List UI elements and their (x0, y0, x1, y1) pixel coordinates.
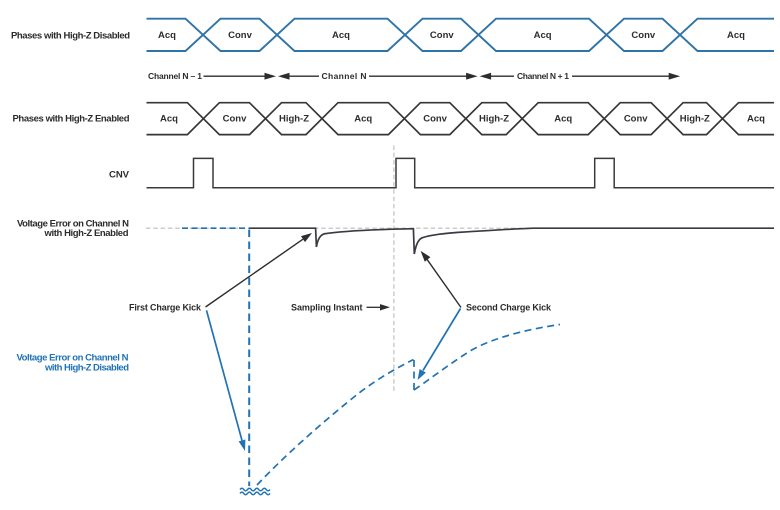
svg-text:Acq: Acq (158, 30, 176, 41)
svg-text:High-Z: High-Z (279, 114, 309, 125)
svg-text:Voltage Error on Channel N: Voltage Error on Channel N (17, 352, 129, 363)
svg-text:Acq: Acq (332, 30, 350, 41)
svg-text:Second Charge Kick: Second Charge Kick (466, 303, 552, 313)
svg-text:Conv: Conv (423, 114, 447, 125)
svg-text:Conv: Conv (223, 114, 247, 125)
svg-text:Conv: Conv (228, 30, 252, 41)
svg-text:Conv: Conv (631, 30, 655, 41)
svg-text:Channel N + 1: Channel N + 1 (517, 71, 569, 81)
svg-text:Conv: Conv (430, 30, 454, 41)
svg-text:Voltage Error on Channel N: Voltage Error on Channel N (17, 218, 129, 229)
svg-text:Conv: Conv (624, 114, 648, 125)
svg-text:CNV: CNV (109, 169, 130, 180)
svg-text:Acq: Acq (534, 30, 552, 41)
svg-text:Acq: Acq (354, 114, 372, 125)
svg-text:with High-Z Enabled: with High-Z Enabled (44, 228, 129, 239)
svg-text:First Charge Kick: First Charge Kick (129, 303, 202, 313)
svg-text:Channel N: Channel N (322, 71, 367, 81)
svg-text:Acq: Acq (747, 114, 765, 125)
svg-text:Channel N – 1: Channel N – 1 (148, 71, 202, 81)
svg-text:High-Z: High-Z (479, 114, 509, 125)
svg-text:Phases with High-Z Disabled: Phases with High-Z Disabled (11, 30, 130, 41)
svg-text:with High-Z Disabled: with High-Z Disabled (44, 363, 129, 374)
svg-text:Sampling Instant: Sampling Instant (291, 303, 363, 313)
svg-text:High-Z: High-Z (680, 114, 710, 125)
svg-text:Phases with High-Z Enabled: Phases with High-Z Enabled (13, 113, 130, 124)
svg-text:Acq: Acq (727, 30, 745, 41)
svg-text:Acq: Acq (160, 114, 178, 125)
svg-text:Acq: Acq (554, 114, 572, 125)
